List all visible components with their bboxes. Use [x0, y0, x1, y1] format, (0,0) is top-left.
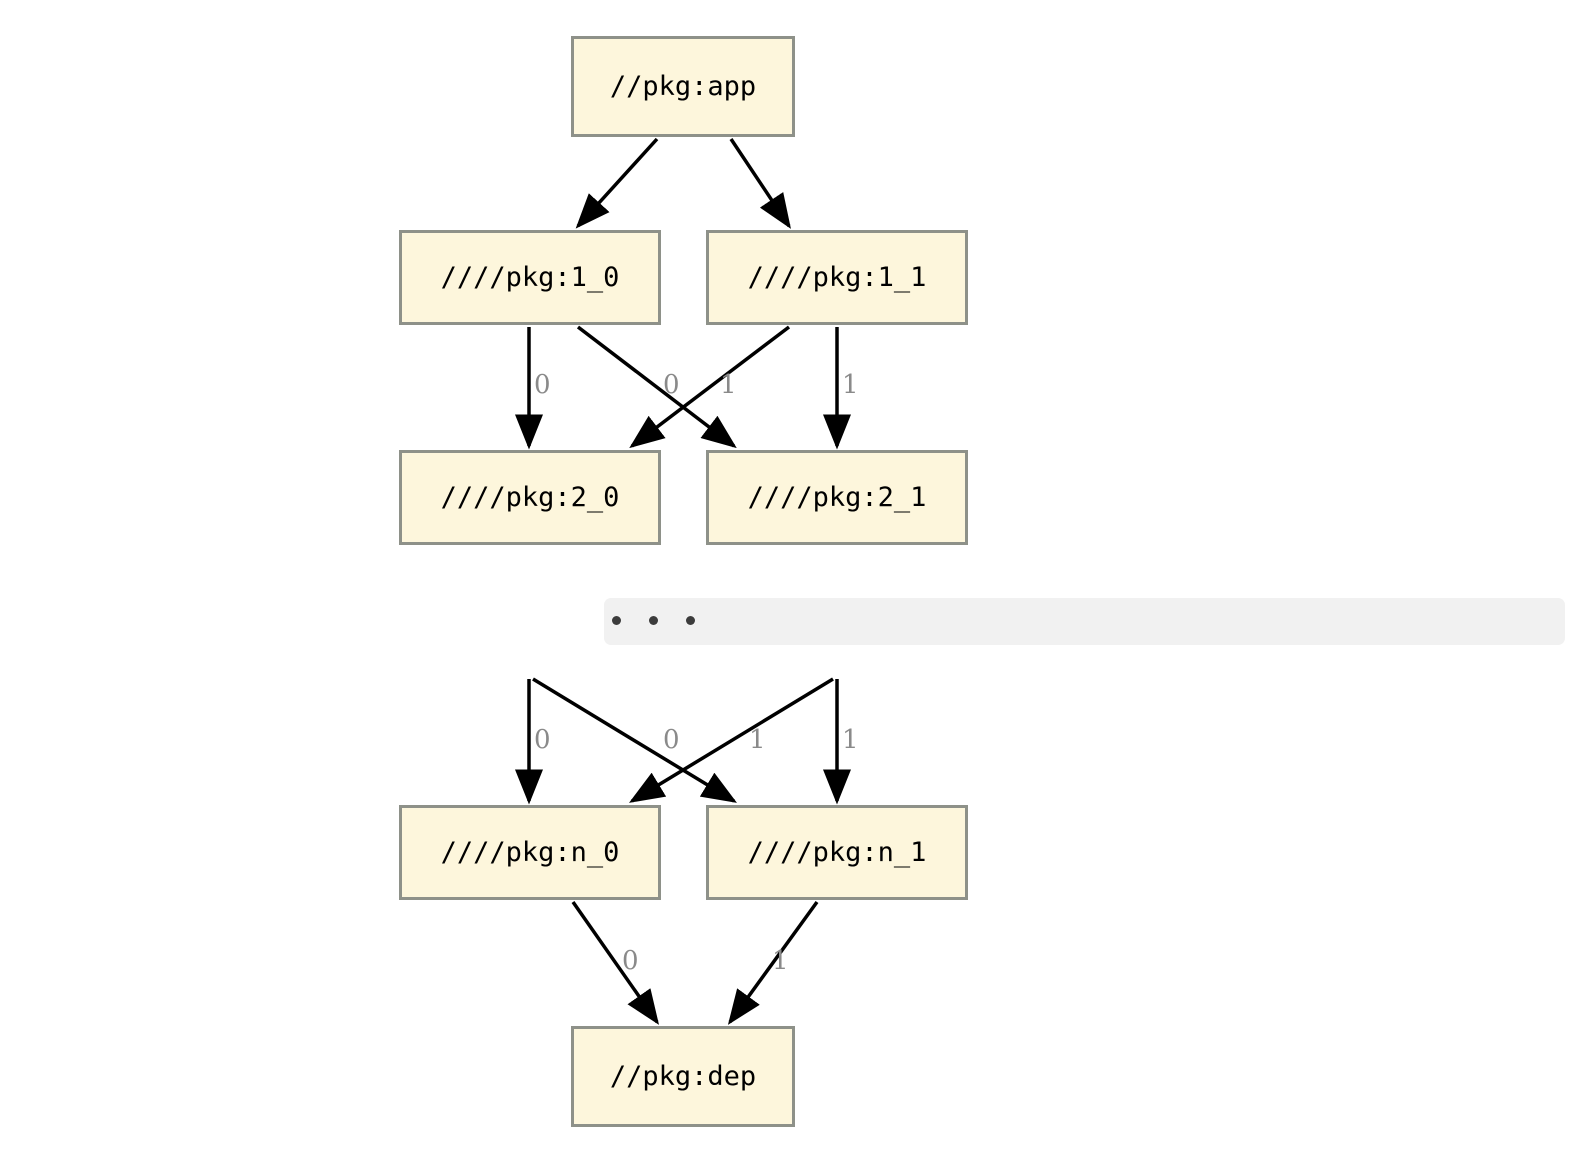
edge-label: 0 — [663, 370, 680, 400]
edge-label: 1 — [772, 946, 789, 976]
edge-l1_1-to-l2_0 — [629, 325, 791, 449]
node-label: ////pkg:1_1 — [747, 262, 927, 293]
node-label: //pkg:app — [609, 71, 757, 102]
node-dep[interactable]: //pkg:dep — [571, 1026, 795, 1127]
edge-app-to-l1_1 — [729, 138, 791, 229]
node-l1_0[interactable]: ////pkg:1_0 — [399, 230, 661, 325]
edge-label: 0 — [534, 370, 551, 400]
edge-label: 0 — [534, 725, 551, 755]
edge-l1_0-to-l2_1 — [576, 325, 737, 449]
edge-label: 1 — [842, 370, 859, 400]
truncation-band — [604, 598, 1565, 645]
edge-app-to-l1_0 — [575, 137, 659, 229]
edge-hidden_a-to-ln_1 — [532, 677, 737, 803]
node-l1_1[interactable]: ////pkg:1_1 — [706, 230, 968, 325]
edge-label: 1 — [720, 370, 737, 400]
ellipsis-dot — [612, 616, 621, 625]
edge-ln_1-to-dep — [727, 900, 819, 1025]
node-app[interactable]: //pkg:app — [571, 36, 795, 137]
edge-hidden_b-to-ln_0 — [629, 677, 834, 803]
node-l2_0[interactable]: ////pkg:2_0 — [399, 450, 661, 545]
node-label: ////pkg:n_1 — [747, 837, 927, 868]
node-ln_1[interactable]: ////pkg:n_1 — [706, 805, 968, 900]
node-label: ////pkg:1_0 — [440, 262, 620, 293]
edge-ln_0-to-dep — [571, 900, 660, 1025]
node-label: //pkg:dep — [609, 1061, 757, 1092]
edges-group — [515, 137, 851, 1025]
ellipsis-dot — [686, 616, 695, 625]
ellipsis-dot — [649, 616, 658, 625]
node-label: ////pkg:2_1 — [747, 482, 927, 513]
edge-label: 1 — [749, 725, 766, 755]
truncation-dots — [612, 616, 695, 625]
edge-label: 0 — [663, 725, 680, 755]
edge-label: 1 — [842, 725, 859, 755]
node-l2_1[interactable]: ////pkg:2_1 — [706, 450, 968, 545]
node-label: ////pkg:2_0 — [440, 482, 620, 513]
node-label: ////pkg:n_0 — [440, 837, 620, 868]
node-ln_0[interactable]: ////pkg:n_0 — [399, 805, 661, 900]
edge-label: 0 — [622, 946, 639, 976]
